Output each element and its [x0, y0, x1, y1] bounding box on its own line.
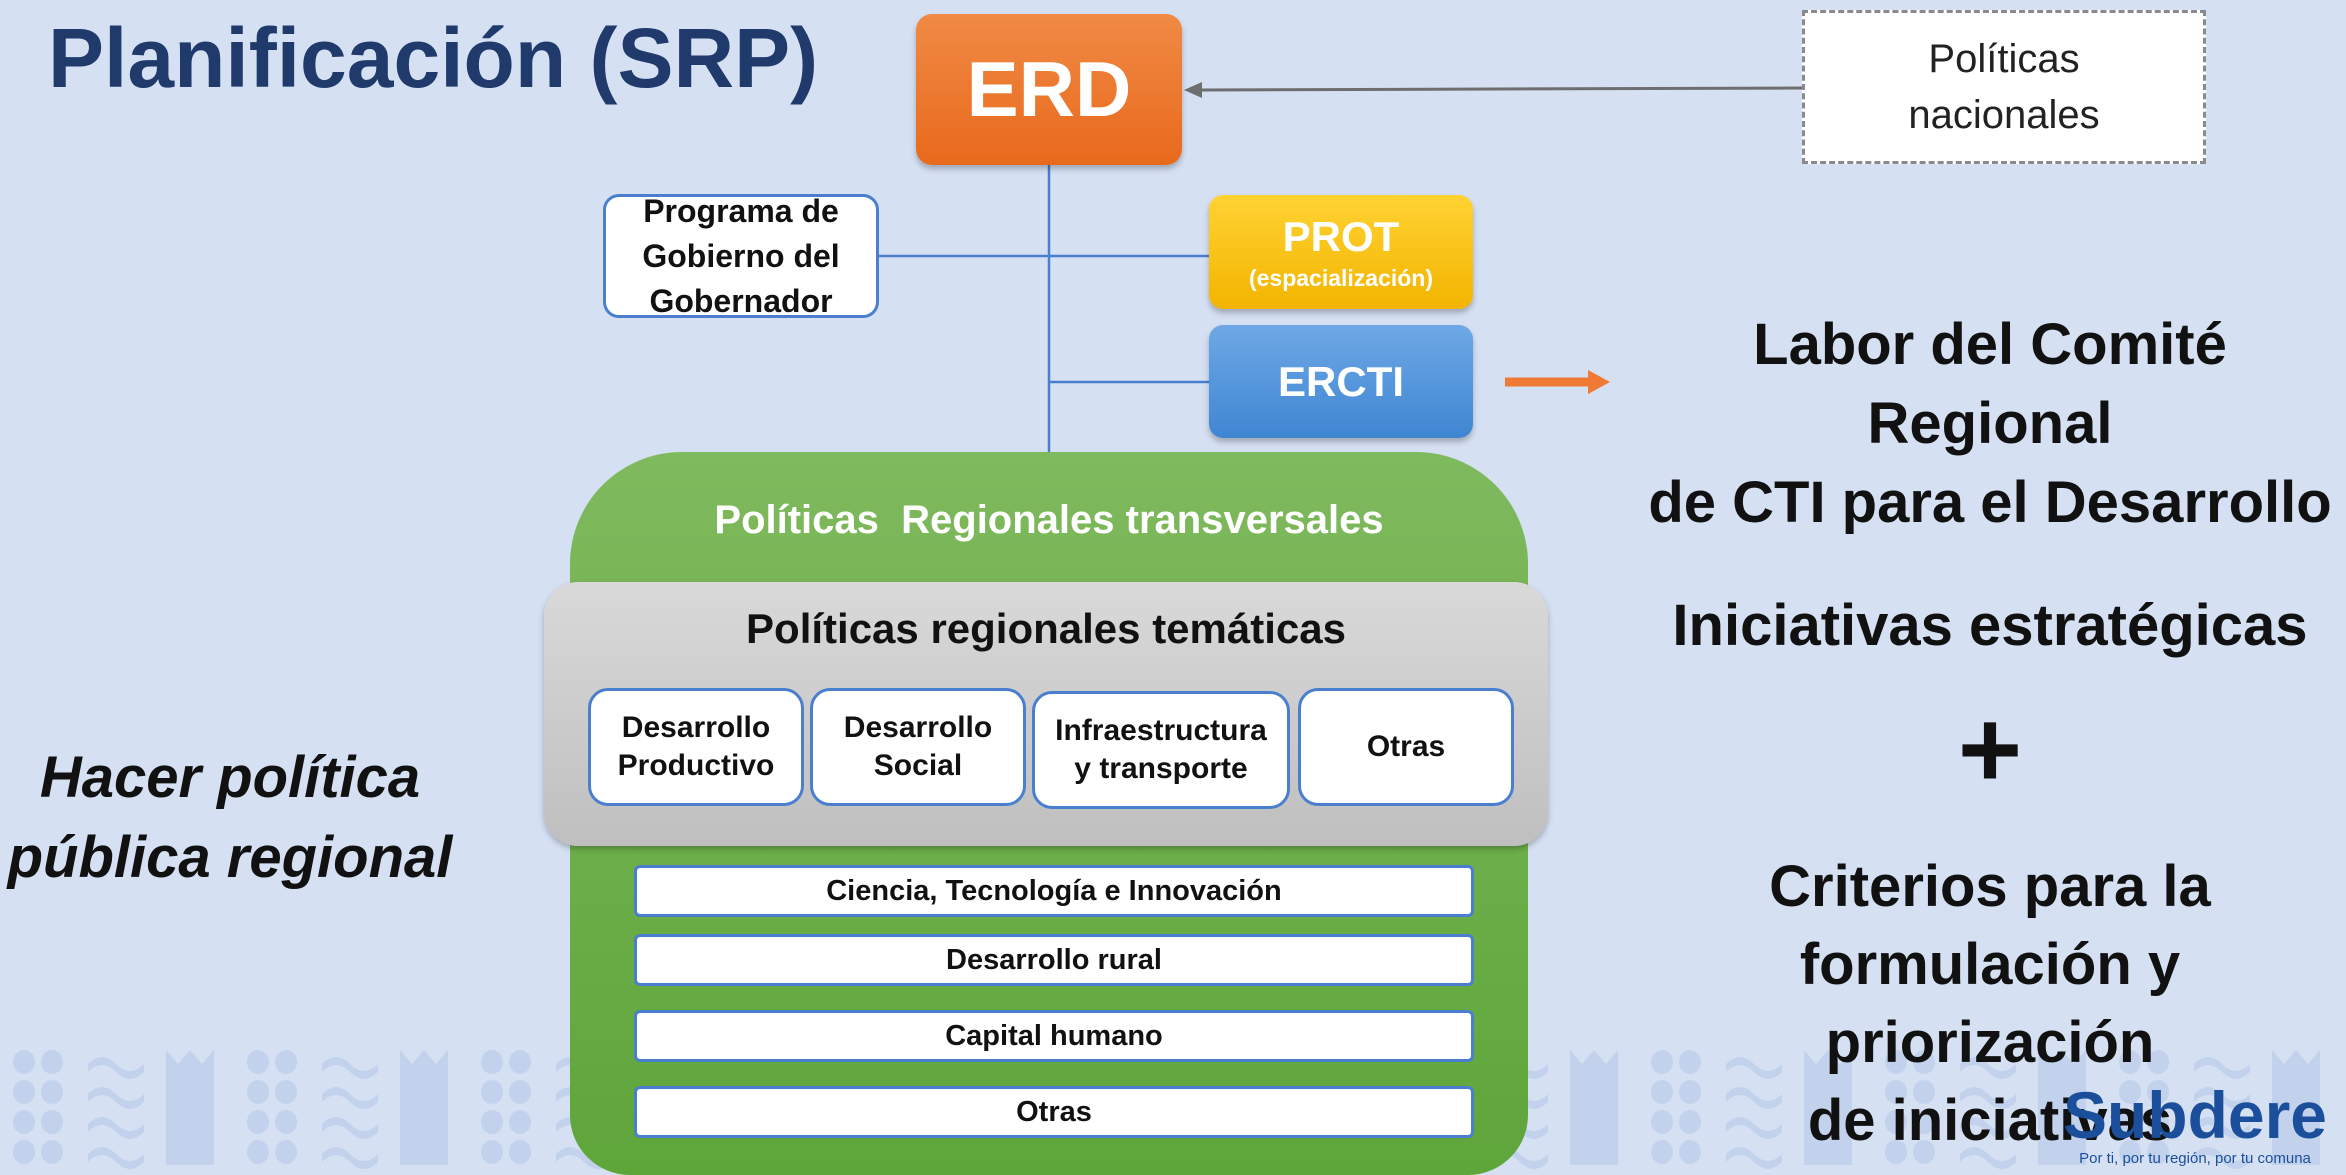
politicas-tematicas-title: Políticas regionales temáticas [746, 605, 1346, 652]
hacer-line: pública regional [7, 825, 453, 890]
tematica-line: Productivo [617, 749, 775, 782]
programa-line: Gobernador [649, 282, 833, 319]
tematica-line: Otras [1366, 730, 1446, 763]
labor-line: de CTI para el Desarrollo [1648, 470, 2332, 535]
prot-sublabel: (espacialización) [1248, 264, 1434, 291]
tematica-box-otras: Otras [1298, 688, 1514, 806]
subdere-logo-tagline: Por ti, por tu región, por tu comuna [2079, 1150, 2311, 1167]
prot-box: PROT (espacialización) [1209, 195, 1473, 309]
ercti-box: ERCTI [1209, 325, 1473, 438]
hacer-line: Hacer política [39, 745, 421, 810]
programa-line: Gobierno del [642, 237, 840, 274]
labor-comite-text: Labor del Comité Regional de CTI para el… [1630, 305, 2346, 542]
tematica-line: Infraestructura [1055, 714, 1267, 747]
transversal-item-cti: Ciencia, Tecnología e Innovación [634, 865, 1474, 917]
programa-gobierno-box: Programa de Gobierno del Gobernador [603, 193, 879, 319]
politicas-nacionales-line: Políticas [1928, 37, 2080, 81]
politicas-transversales-title: Políticas Regionales transversales [714, 498, 1384, 542]
page-title: Planificación (SRP) [48, 11, 819, 105]
transversal-item-desarrollo-rural: Desarrollo rural [634, 934, 1474, 986]
politicas-nacionales-box: Políticas nacionales [1802, 10, 2206, 164]
criterios-text: Criterios para la formulación y prioriza… [1630, 848, 2346, 1160]
erd-box: ERD [916, 14, 1182, 165]
transversal-item-otras: Otras [634, 1086, 1474, 1138]
tematica-box-desarrollo-productivo: Desarrollo Productivo [588, 688, 804, 806]
tematica-box-desarrollo-social: Desarrollo Social [810, 688, 1026, 806]
tematica-box-infraestructura: Infraestructura y transporte [1032, 691, 1290, 809]
politicas-nacionales-line: nacionales [1908, 93, 2100, 137]
tematica-line: Desarrollo [843, 711, 993, 744]
tematica-line: Social [873, 749, 963, 782]
tematica-line: Desarrollo [621, 711, 771, 744]
programa-line: Programa de [643, 192, 839, 229]
prot-label: PROT [1282, 212, 1400, 260]
subdere-logo-name: Subdere [2062, 1078, 2328, 1152]
hacer-politica-text: Hacer política pública regional [0, 738, 460, 898]
labor-line: Labor del Comité Regional [1753, 312, 2227, 456]
criterios-line: de iniciativas [1807, 1088, 2173, 1153]
plus-sign: + [1957, 688, 2023, 811]
criterios-line: Criterios para la [1769, 854, 2211, 919]
iniciativas-text: Iniciativas estratégicas [1672, 593, 2308, 658]
subdere-logo: Subdere Por ti, por tu región, por tu co… [2060, 1080, 2330, 1167]
transversal-item-capital-humano: Capital humano [634, 1010, 1474, 1062]
criterios-line: formulación y priorización [1799, 932, 2181, 1075]
tematica-line: y transporte [1074, 752, 1248, 785]
